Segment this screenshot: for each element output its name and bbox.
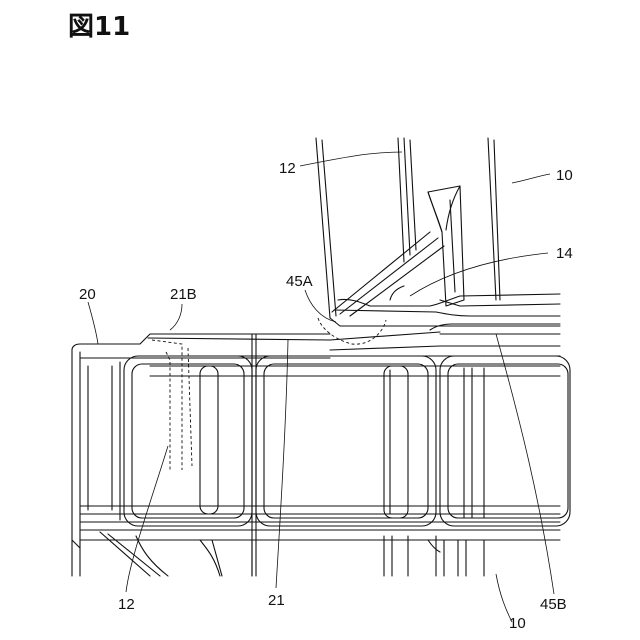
label-21: 21 <box>268 592 285 609</box>
label-12-bottom: 12 <box>118 596 135 613</box>
label-21b: 21B <box>170 286 197 303</box>
reference-labels: 12 10 14 45A 20 21B 12 21 10 45B <box>79 160 573 632</box>
label-20: 20 <box>79 286 96 303</box>
lower-frame-20 <box>72 318 570 576</box>
label-10-bottom: 10 <box>509 615 526 632</box>
label-45a: 45A <box>286 273 313 290</box>
upper-member-10 <box>316 138 560 326</box>
label-45b: 45B <box>540 596 567 613</box>
label-10-top: 10 <box>556 167 573 184</box>
label-14: 14 <box>556 245 573 262</box>
label-12-top: 12 <box>279 160 296 177</box>
